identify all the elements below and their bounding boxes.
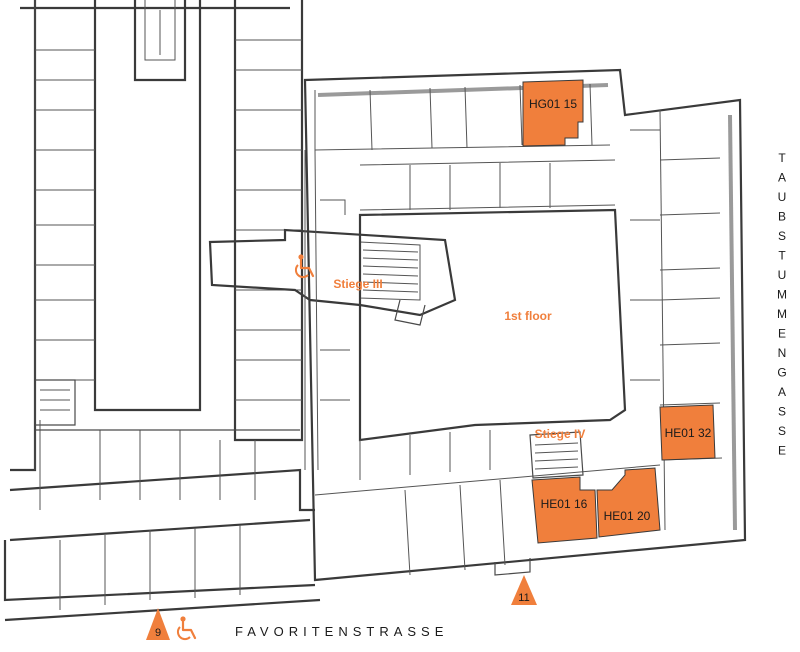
south-west-wing: [3, 420, 321, 622]
street-letter: S: [778, 424, 786, 438]
floor-label: 1st floor: [504, 309, 552, 323]
street-letter: U: [778, 190, 787, 204]
highlighted-rooms: [522, 79, 716, 544]
entrance-11-label: 11: [518, 592, 529, 604]
street-letter: S: [778, 405, 786, 419]
wheelchair-icon: [176, 616, 197, 641]
room-hg01-15-area[interactable]: [522, 79, 584, 147]
street-letter: N: [778, 346, 787, 360]
triangle-entrance-icon: [146, 608, 170, 640]
room-label-he01-16: HE01 16: [541, 497, 588, 511]
room-label-he01-20: HE01 20: [604, 509, 651, 523]
street-label-favoritenstrasse: FAVORITENSTRASSE: [235, 624, 448, 639]
street-letter: A: [778, 171, 786, 185]
street-letter: U: [778, 268, 787, 282]
room-label-he01-32: HE01 32: [665, 426, 712, 440]
street-letter: G: [777, 366, 786, 380]
west-wing: [10, 0, 304, 472]
entrance-9-marker[interactable]: 9: [146, 608, 170, 640]
street-letter: M: [777, 288, 787, 302]
wheelchair-icon: [294, 254, 315, 279]
entrance-9-label: 9: [155, 627, 161, 639]
stair-label-stiege-iii: Stiege III: [333, 277, 382, 291]
street-letter: E: [778, 327, 786, 341]
street-letter: S: [778, 229, 786, 243]
room-label-hg01-15: HG01 15: [529, 97, 577, 111]
triangle-entrance-icon: [511, 575, 537, 605]
street-letter: T: [778, 249, 786, 263]
street-letter: B: [778, 210, 786, 224]
room-he01-16-area[interactable]: [531, 476, 598, 544]
room-he01-32-area[interactable]: [659, 404, 716, 461]
street-letter: E: [778, 444, 786, 458]
entrance-11-marker[interactable]: 11: [511, 575, 537, 605]
street-letter: T: [778, 151, 786, 165]
street-letter: M: [777, 307, 787, 321]
stair-label-stiege-iv: Stiege IV: [535, 427, 586, 441]
east-wing: [303, 68, 747, 582]
street-letter: A: [778, 385, 786, 399]
room-he01-20-area[interactable]: [596, 467, 661, 538]
